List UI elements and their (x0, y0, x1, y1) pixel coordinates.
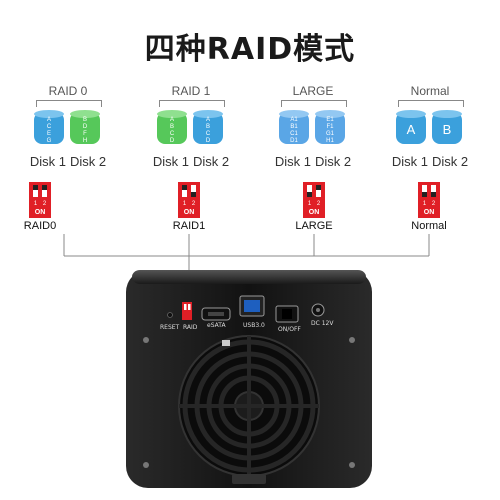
dc-label: DC 12V (311, 320, 334, 327)
svg-text:D: D (83, 124, 88, 130)
esata-label: eSATA (207, 322, 226, 329)
bracket (281, 100, 347, 107)
disk-1-icon: A (396, 110, 426, 144)
svg-text:ON: ON (184, 209, 195, 216)
bracket (159, 100, 225, 107)
disk-labels: Disk 1 Disk 2 (263, 154, 363, 169)
screw-icon (143, 337, 149, 343)
dip-label-normal: Normal (411, 220, 447, 232)
mode-label: Normal (410, 84, 450, 98)
power-label: ON/OFF (278, 326, 301, 333)
disk-2-label: Disk 2 (70, 154, 107, 169)
svg-text:D: D (206, 138, 211, 144)
bracket (398, 100, 464, 107)
svg-text:C1: C1 (290, 131, 298, 137)
svg-text:C: C (170, 131, 175, 137)
fan-grille-icon (178, 335, 320, 477)
svg-text:A: A (407, 122, 416, 137)
svg-text:1: 1 (183, 201, 187, 207)
svg-text:2: 2 (192, 201, 196, 207)
page-title: 四种RAID模式 (144, 32, 356, 67)
svg-text:G: G (47, 138, 52, 144)
svg-text:C: C (206, 131, 211, 137)
svg-text:A1: A1 (290, 117, 298, 123)
disk-1-label: Disk 1 (274, 154, 311, 169)
usb-label: USB3.0 (243, 322, 265, 329)
screw-icon (143, 462, 149, 468)
svg-text:B1: B1 (290, 124, 298, 130)
svg-text:E1: E1 (326, 117, 334, 123)
raid-enclosure (126, 270, 372, 488)
svg-text:F: F (83, 131, 87, 137)
svg-text:2: 2 (317, 201, 321, 207)
svg-text:ON: ON (424, 209, 435, 216)
svg-text:G1: G1 (326, 131, 335, 137)
svg-text:A: A (47, 117, 51, 123)
disk-labels: Disk 1 Disk 2 (18, 154, 118, 169)
raid-label: RAID (183, 324, 198, 331)
screw-icon (349, 462, 355, 468)
svg-text:1: 1 (423, 201, 427, 207)
disk-pair-icon: A B C D A B C D (157, 110, 223, 144)
dip-switch-raid1-icon: 1 2 ON (178, 182, 200, 218)
mode-label: RAID 1 (171, 84, 211, 98)
disk-pair-icon: A B (396, 110, 462, 144)
mode-label: LARGE (292, 84, 334, 98)
disk-labels: Disk 1 Disk 2 (380, 154, 480, 169)
disk-1-label: Disk 1 (152, 154, 189, 169)
svg-text:D1: D1 (290, 138, 298, 144)
bracket (36, 100, 102, 107)
svg-text:H: H (83, 138, 87, 144)
svg-text:A: A (206, 117, 210, 123)
disk-2-label: Disk 2 (432, 154, 469, 169)
mode-label: RAID 0 (48, 84, 88, 98)
disk-2-icon: B (432, 110, 462, 144)
disk-1-icon: A B C D (157, 110, 187, 144)
dip-label-raid1: RAID1 (172, 220, 206, 232)
svg-text:A: A (170, 117, 174, 123)
disk-2-label: Disk 2 (315, 154, 352, 169)
disk-1-label: Disk 1 (29, 154, 66, 169)
svg-text:1: 1 (34, 201, 38, 207)
svg-text:B: B (170, 124, 174, 130)
dip-switch-large-icon: 1 2 ON (303, 182, 325, 218)
disk-2-label: Disk 2 (193, 154, 230, 169)
disk-labels: Disk 1 Disk 2 (141, 154, 241, 169)
svg-text:H1: H1 (326, 138, 334, 144)
svg-text:1: 1 (308, 201, 312, 207)
svg-text:E: E (47, 131, 51, 137)
svg-text:C: C (47, 124, 52, 130)
disk-pair-icon: A1 B1 C1 D1 E1 F1 G1 H1 (279, 110, 345, 144)
dip-switch-raid0-icon: 1 2 ON (29, 182, 51, 218)
dip-label-large: LARGE (295, 220, 333, 232)
dip-switch-normal-icon: 1 2 ON (418, 182, 440, 218)
svg-text:2: 2 (432, 201, 436, 207)
disk-1-icon: A C E G (34, 110, 64, 144)
screw-icon (349, 337, 355, 343)
reset-label: RESET (160, 324, 180, 331)
svg-text:B: B (206, 124, 210, 130)
svg-text:ON: ON (35, 209, 46, 216)
disk-2-icon: E1 F1 G1 H1 (315, 110, 345, 144)
svg-text:ON: ON (309, 209, 320, 216)
reset-button-icon (167, 312, 173, 318)
svg-text:2: 2 (43, 201, 47, 207)
svg-text:B: B (443, 122, 452, 137)
svg-text:B: B (83, 117, 87, 123)
raid-dip-switch-icon (182, 302, 192, 320)
disk-pair-icon: A C E G B D F H (34, 110, 100, 144)
disk-1-icon: A1 B1 C1 D1 (279, 110, 309, 144)
disk-1-label: Disk 1 (391, 154, 428, 169)
disk-2-icon: B D F H (70, 110, 100, 144)
svg-text:D: D (170, 138, 175, 144)
dip-label-raid0: RAID0 (23, 220, 57, 232)
svg-text:F1: F1 (326, 124, 334, 130)
disk-2-icon: A B C D (193, 110, 223, 144)
